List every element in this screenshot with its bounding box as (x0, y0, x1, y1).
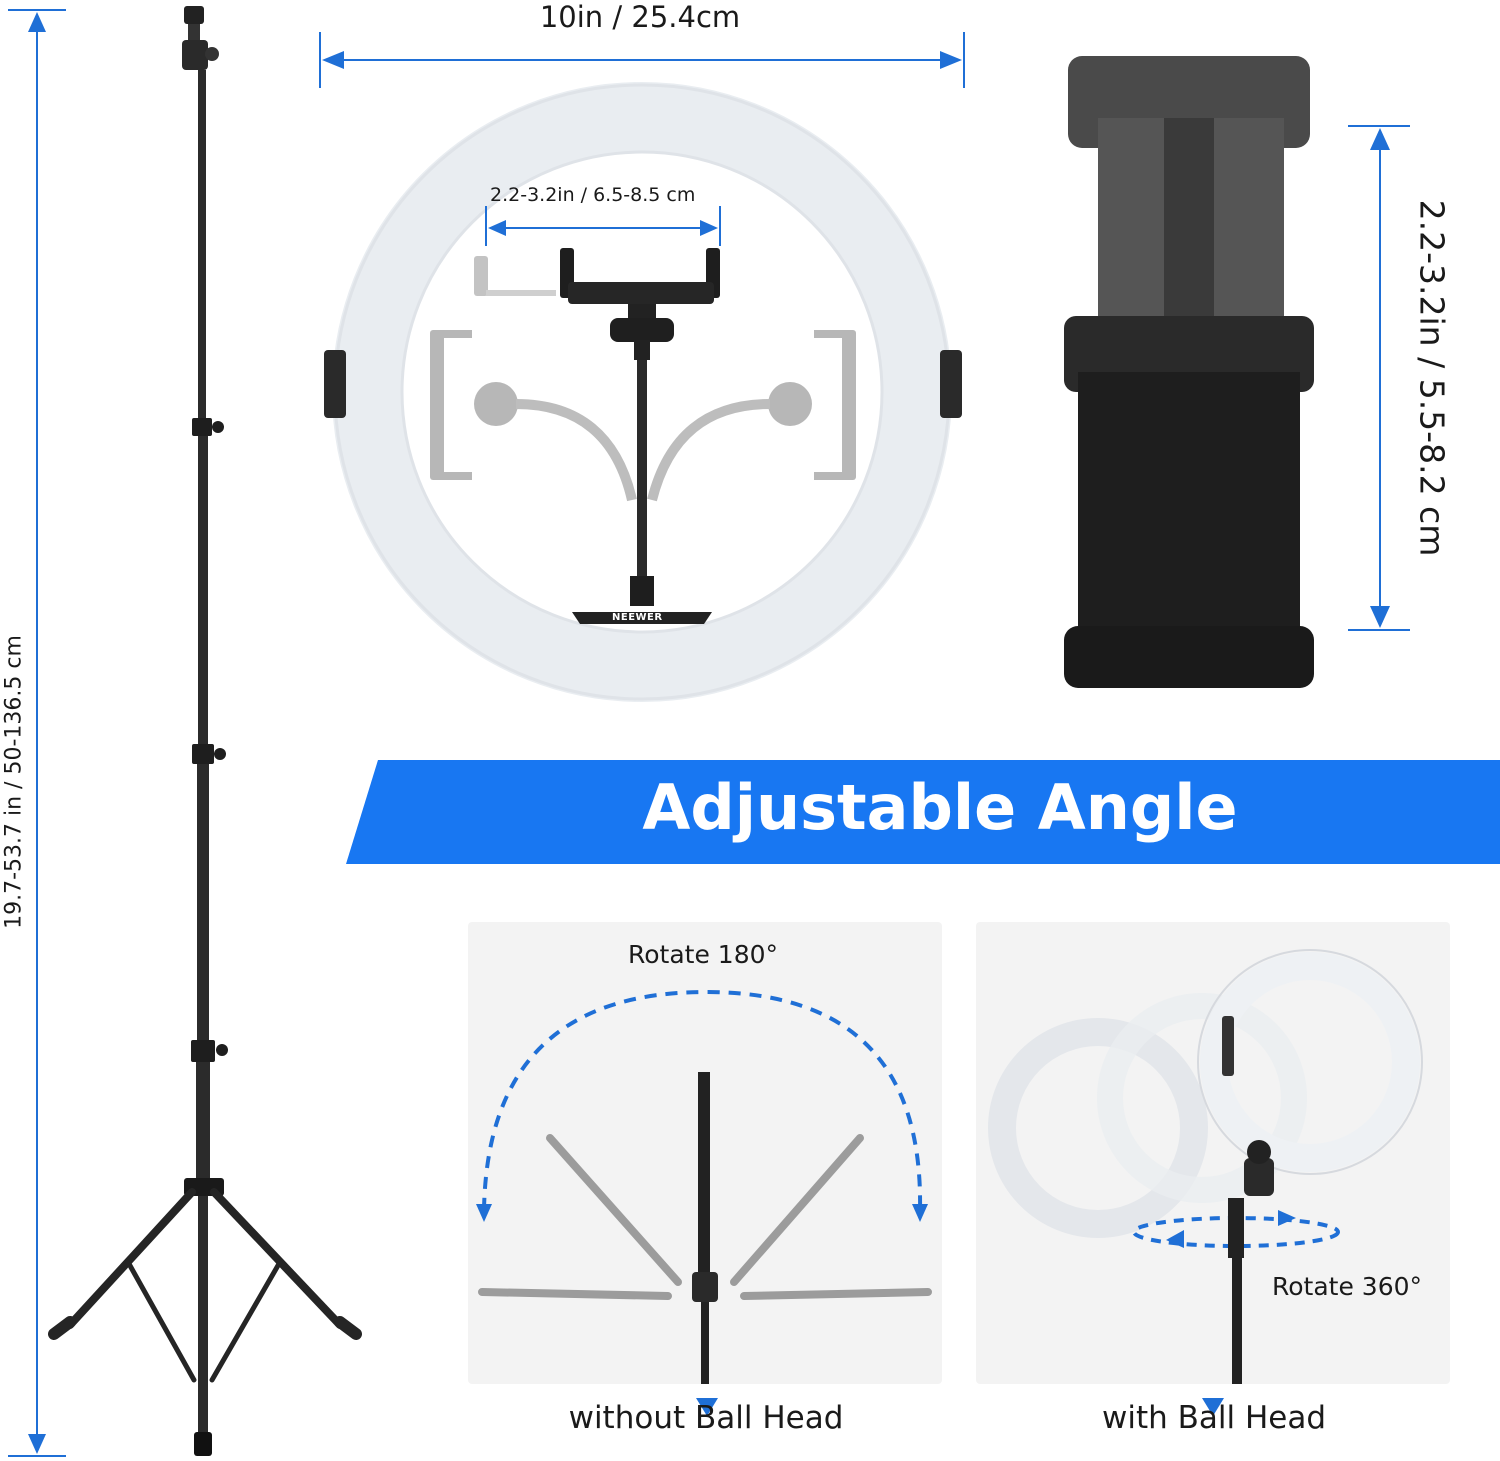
gooseneck-ghost-positions (430, 256, 856, 502)
neewer-logo: NEEWER (612, 612, 663, 623)
phone-holder-upright (560, 248, 720, 606)
down-arrow-icon (1202, 1398, 1224, 1416)
title-banner (346, 760, 1500, 864)
phone-clamp-range-label: 2.2-3.2in / 6.5-8.5 cm (490, 184, 696, 206)
rotate-180-illustration (476, 989, 932, 1384)
ring-width-dimension-line (319, 32, 965, 88)
stand-height-label: 19.7-53.7 in / 50-136.5 cm (1, 635, 27, 929)
down-arrow-icon (696, 1398, 718, 1416)
caption-with-ball-head: with Ball Head (1101, 1400, 1327, 1436)
phone-holder-closeup (1064, 56, 1410, 688)
caption-without-ball-head: without Ball Head (568, 1400, 844, 1436)
rotate-360-illustration (988, 949, 1423, 1384)
rotate-180-label: Rotate 180° (628, 940, 779, 969)
tripod-legs (48, 1188, 362, 1383)
holder-dimension-line (1348, 125, 1410, 631)
ring-light-illustration (319, 32, 965, 702)
tripod-stand-illustration (8, 6, 362, 1457)
ring-width-label: 10in / 25.4cm (539, 0, 741, 34)
ring-light (324, 82, 962, 702)
tripod-pole (182, 6, 228, 1456)
banner-title: Adjustable Angle (642, 771, 1238, 844)
holder-range-label: 2.2-3.2in / 5.5-8.2 cm (1412, 199, 1452, 557)
height-dimension-line (8, 9, 66, 1457)
clamp-dimension-line (485, 206, 721, 246)
rotate-360-label: Rotate 360° (1272, 1272, 1423, 1301)
